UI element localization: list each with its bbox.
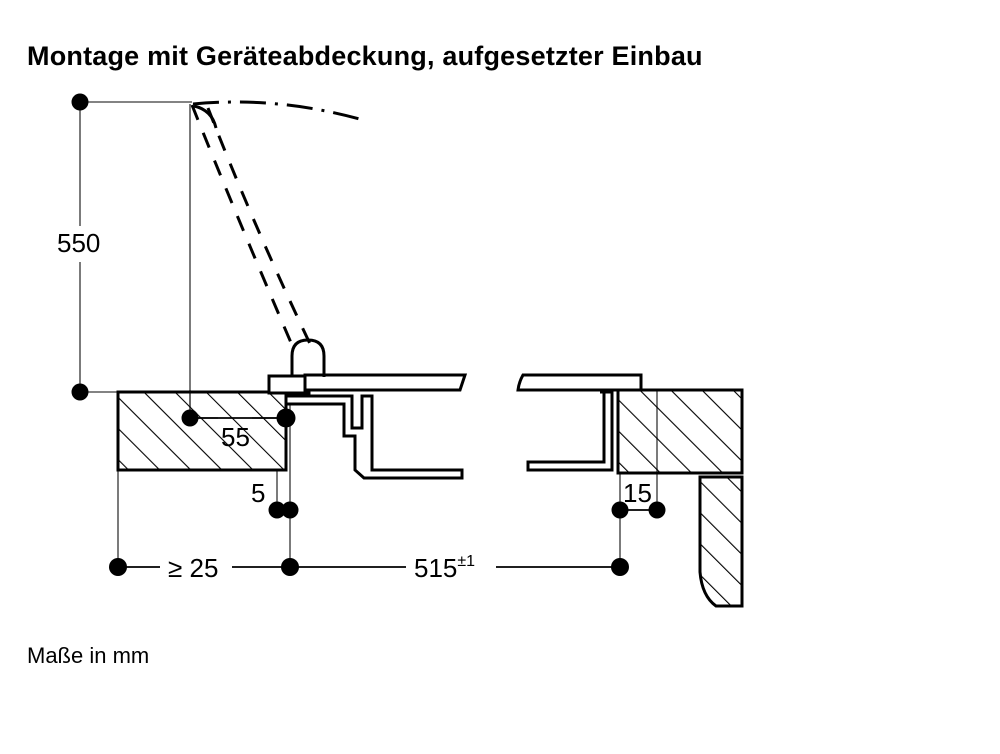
witness-lines [79,101,658,567]
swing-path-outer [206,107,314,349]
label-515: 515±1 [414,553,475,583]
dot-515-right [611,558,629,576]
appliance-section-left [267,373,468,480]
dot-5-left [268,501,286,519]
dot-550-top [71,93,89,111]
opening-radius-arc [192,100,364,122]
cover-swing-start [193,104,218,129]
appliance-frame-left [284,394,464,480]
label-515-tolerance: ±1 [457,553,475,570]
dot-55-left [181,409,199,427]
label-550: 550 [57,228,100,258]
cover-plate-right [516,373,643,392]
label-55: 55 [221,422,250,452]
appliance-section-right [516,373,643,472]
label-15: 15 [623,478,652,508]
dimension-labels: 550 55 5 15 ≥ 25 515±1 [57,228,652,583]
side-panel-right [698,475,744,608]
dot-25-right [281,558,299,576]
radius-arc [192,100,364,122]
label-5: 5 [251,478,265,508]
page-title: Montage mit Geräteabdeckung, aufgesetzte… [27,41,703,71]
dot-5-right [281,501,299,519]
cover-handle [290,338,326,377]
units-note: Maße in mm [27,643,150,668]
swing-start-curve [193,104,218,129]
dimension-dots [71,93,666,576]
dot-25-left [109,558,127,576]
handle-arc [290,338,326,377]
worktop-right [616,388,744,475]
dot-550-bottom [71,383,89,401]
dot-15-right [648,501,666,519]
cover-swing-path [190,104,314,349]
dot-55-right [276,408,296,428]
trim-block-left [267,374,311,395]
label-min-25: ≥ 25 [168,553,218,583]
cover-plate-left [303,373,468,392]
worktop-left [116,390,288,472]
appliance-frame-right [526,390,614,472]
dot-15-left [611,501,629,519]
swing-path-inner [190,104,294,346]
label-515-base: 515 [414,553,457,583]
